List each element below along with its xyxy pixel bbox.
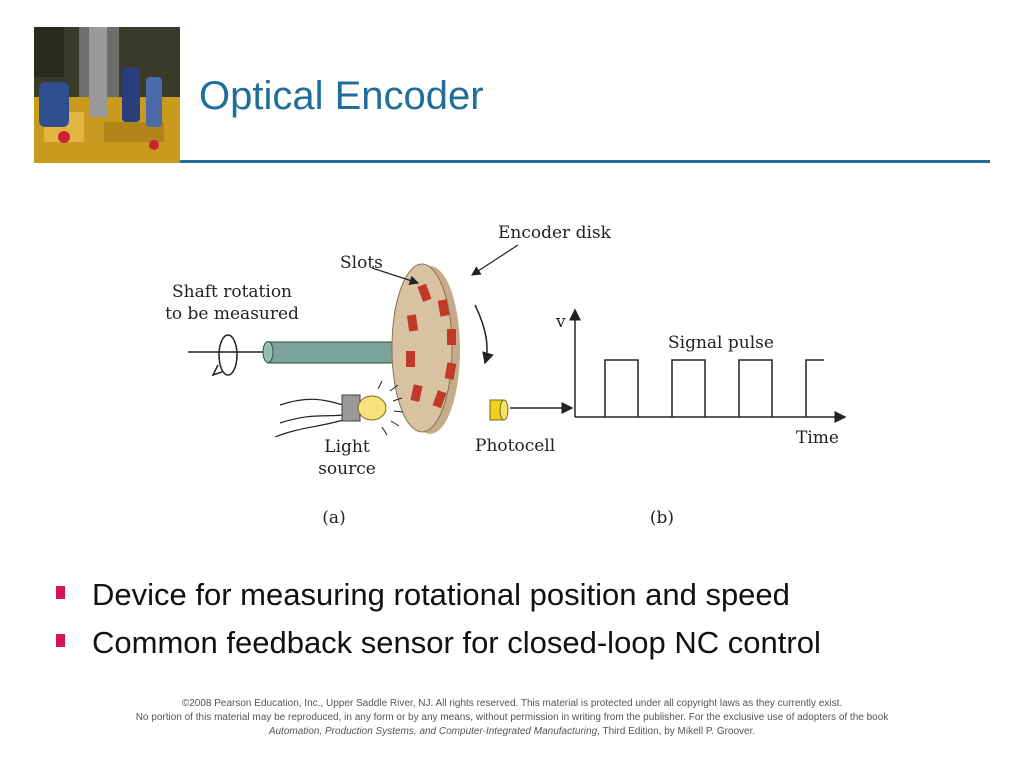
signal-pulse: [604, 359, 639, 417]
light-wire: [279, 414, 344, 424]
light-bulb-icon: [357, 395, 387, 421]
bullet-text: Common feedback sensor for closed-loop N…: [92, 625, 821, 660]
rotation-arrowhead-icon: [211, 364, 223, 377]
slot: [432, 390, 447, 409]
bullet-item: Common feedback sensor for closed-loop N…: [50, 621, 821, 669]
slot: [447, 329, 456, 345]
panel-a-label: (a): [322, 508, 345, 528]
slot: [444, 362, 457, 380]
shaft-rotation-label-line2: to be measured: [165, 304, 299, 324]
signal-pulse: [738, 359, 773, 417]
photocell-lens: [499, 399, 509, 421]
slot: [406, 314, 419, 332]
encoder-disk: [391, 263, 453, 433]
slot: [437, 299, 450, 317]
circuit-board-image: [34, 27, 180, 163]
signal-pulse-label: Signal pulse: [668, 333, 774, 353]
slot: [410, 384, 423, 402]
slide-title: Optical Encoder: [199, 74, 484, 118]
footer-line2: No portion of this material may be repro…: [135, 712, 889, 723]
book-title: Automation, Production Systems, and Comp…: [268, 726, 598, 737]
signal-pulse: [805, 359, 824, 417]
slot: [406, 351, 415, 367]
encoder-disk-pointer: [470, 244, 519, 276]
rotation-arrow-icon: [218, 334, 238, 376]
time-axis-label: Time: [796, 428, 839, 448]
copyright-footer: ©2008 Pearson Education, Inc., Upper Sad…: [0, 697, 1024, 739]
disk-rotation-arrow: [474, 304, 494, 365]
photocell-label: Photocell: [475, 436, 555, 456]
footer-line1: ©2008 Pearson Education, Inc., Upper Sad…: [181, 698, 843, 709]
light-wire: [274, 419, 344, 438]
shaft-end: [262, 341, 274, 363]
bullet-list: Device for measuring rotational position…: [50, 573, 821, 669]
footer-line3-rest: , Third Edition, by Mikell P. Groover.: [597, 726, 756, 737]
light-rays: [377, 380, 404, 436]
shaft-rotation-label-line1: Shaft rotation: [172, 282, 292, 302]
bullet-marker-icon: [56, 634, 65, 647]
bullet-text: Device for measuring rotational position…: [92, 577, 790, 612]
optical-encoder-diagram: Shaft rotation to be measured Slots Enco…: [165, 223, 847, 528]
light-source-label-line1: Light: [324, 437, 370, 457]
light-socket: [341, 394, 361, 422]
footer-line3: Automation, Production Systems, and Comp…: [0, 725, 1024, 739]
panel-b-label: (b): [650, 508, 674, 528]
bullet-marker-icon: [56, 586, 65, 599]
light-source-label-line2: source: [318, 459, 376, 479]
title-underline: [180, 160, 990, 163]
slot: [417, 283, 432, 302]
light-wire: [279, 398, 344, 406]
pulse-train: [604, 359, 824, 417]
header-photo: [34, 27, 180, 163]
bullet-item: Device for measuring rotational position…: [50, 573, 821, 621]
signal-pulse: [671, 359, 706, 417]
y-axis-label: v: [555, 312, 566, 332]
slots-pointer: [371, 267, 420, 285]
disk-slots: [406, 283, 457, 409]
encoder-disk-label: Encoder disk: [498, 223, 612, 243]
